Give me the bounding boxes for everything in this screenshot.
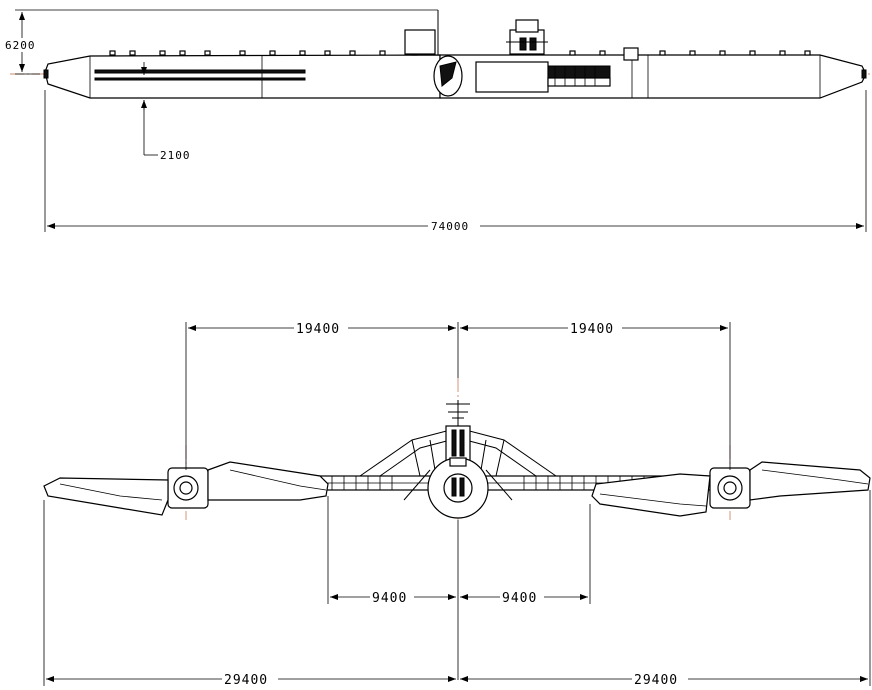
right-inner-blade: [591, 473, 711, 517]
upper-right-dimension-label: 19400: [570, 322, 614, 337]
upper-left-dimension-label: 19400: [296, 322, 340, 337]
left-pod: [167, 467, 209, 509]
crane-tower: [506, 19, 548, 55]
length-dimension-label: 74000: [431, 220, 469, 233]
dimension-draft: 2100: [141, 62, 191, 162]
center-hull: [427, 457, 489, 519]
draft-dimension-label: 2100: [160, 149, 191, 162]
outer-left-dimension-label: 29400: [224, 673, 268, 688]
front-view: [43, 378, 871, 520]
inner-left-dimension-label: 9400: [372, 591, 407, 606]
right-outer-blade: [749, 461, 871, 501]
equipment-box: [623, 47, 639, 61]
height-dimension-label: 6200: [5, 39, 36, 52]
right-pod: [709, 467, 751, 509]
dimension-upper: 19400 19400: [185, 320, 731, 470]
turbine-nacelle: [475, 61, 611, 93]
side-view: [10, 10, 870, 99]
hull-outline: [44, 54, 441, 99]
left-inner-blade: [207, 461, 329, 501]
deck-house: [404, 29, 436, 55]
deck-fittings: [109, 50, 811, 56]
left-outer-blade: [43, 477, 169, 516]
dimension-height: 6200: [3, 9, 438, 75]
hull-rail-lower: [94, 77, 306, 81]
inner-right-dimension-label: 9400: [502, 591, 537, 606]
hull-rail-upper: [94, 69, 306, 74]
center-truss: [359, 400, 557, 501]
dimension-length: 74000: [44, 90, 867, 233]
dimension-inner: 9400 9400: [327, 496, 591, 680]
outer-right-dimension-label: 29400: [634, 673, 678, 688]
dimension-outer: 29400 29400: [43, 490, 871, 688]
rotor-hub: [433, 55, 463, 97]
